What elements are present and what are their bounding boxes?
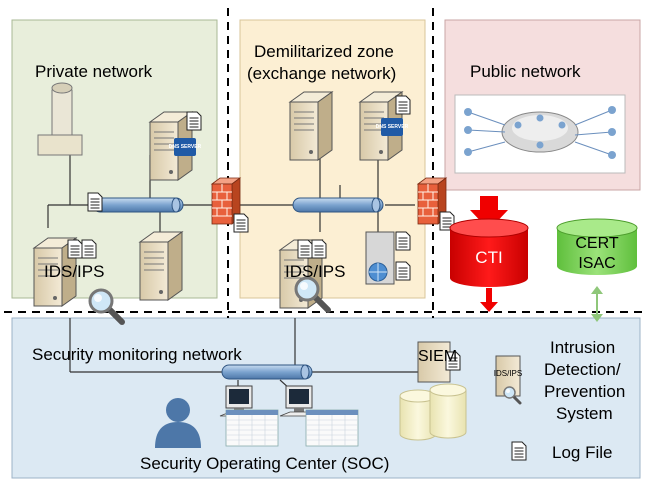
monitoring-network-bus: [221, 364, 313, 380]
dmz-network-bus: [292, 197, 384, 213]
cti-label: CTI: [475, 248, 502, 267]
analyst-avatar-icon: [155, 398, 201, 448]
legend-log-file-icon: [511, 441, 527, 461]
dns-badge-private: [174, 138, 196, 156]
cti-feed-arrow: [470, 196, 508, 230]
legend-ids-line4: System: [556, 404, 613, 423]
private-network-label: Private network: [35, 62, 153, 81]
legend-ids-line2: Detection/: [544, 360, 621, 379]
cti-to-soc-arrow: [480, 288, 498, 312]
dmz-label-line2: (exchange network): [247, 64, 397, 83]
dns-badge-private-text: DNS SERVER: [169, 144, 202, 150]
web-server-globe-icon: [365, 231, 395, 285]
dashboard-table-icon: [305, 409, 359, 447]
log-file-icon: [87, 192, 103, 212]
cti-database-icon: [449, 218, 529, 287]
siem-storage-icon: [399, 383, 467, 441]
log-file-icon: [67, 239, 83, 259]
cert-label: CERT: [575, 235, 618, 252]
dns-badge-dmz-text: DNS SERVER: [376, 124, 409, 130]
cert-isac-database-icon: [556, 218, 638, 275]
ids-ips-private-label: IDS/IPS: [44, 262, 105, 281]
legend-ids-icon-text: IDS/IPS: [494, 369, 522, 378]
ids-ips-dmz-label: IDS/IPS: [285, 262, 346, 281]
log-file-icon: [395, 261, 411, 281]
log-file-icon: [186, 111, 202, 131]
public-network-map: [454, 94, 626, 174]
private-network-bus: [92, 197, 184, 213]
monitoring-network-label: Security monitoring network: [32, 345, 242, 364]
legend-ids-line3: Prevention: [544, 382, 626, 401]
dashboard-table-icon: [225, 409, 279, 447]
legend-ids-line1: Intrusion: [550, 338, 616, 357]
dmz-label-line1: Demilitarized zone: [254, 42, 394, 61]
log-file-icon: [81, 239, 97, 259]
isac-label: ISAC: [578, 255, 615, 272]
legend-log-file-label: Log File: [552, 443, 613, 462]
dns-badge-dmz: [381, 118, 403, 136]
cert-soc-link-arrow: [591, 286, 603, 322]
monitoring-network-zone: [11, 317, 641, 479]
log-file-icon: [233, 213, 249, 233]
log-file-icon: [395, 231, 411, 251]
application-server-icon: [139, 231, 183, 301]
public-network-label: Public network: [470, 62, 581, 81]
siem-label: SIEM: [418, 348, 458, 365]
siem-server-icon: [417, 341, 451, 383]
soc-label: Security Operating Center (SOC): [140, 454, 390, 473]
log-file-icon: [311, 239, 327, 259]
web-server-icon: [289, 91, 333, 161]
log-file-icon: [297, 239, 313, 259]
firewall-icon: [37, 82, 83, 156]
log-file-icon: [395, 95, 411, 115]
legend-ids-icon: [495, 355, 522, 405]
